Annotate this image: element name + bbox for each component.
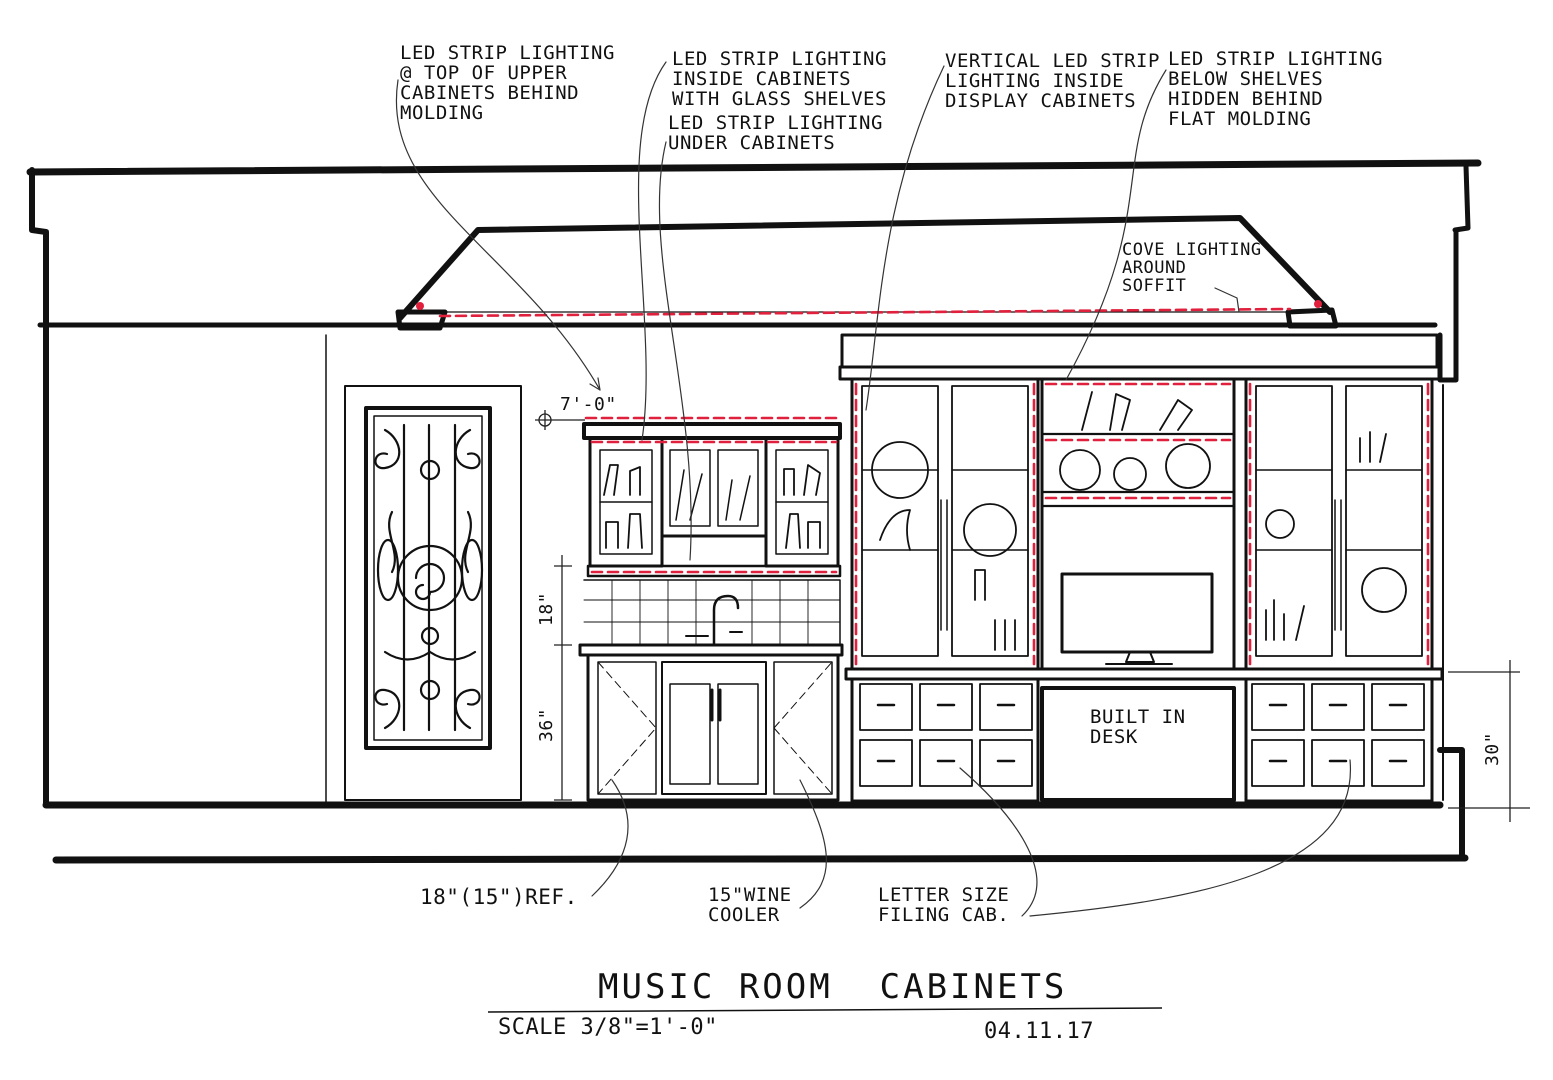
dim-counter-36: 36" bbox=[536, 707, 557, 742]
dimension-lines bbox=[535, 410, 1530, 822]
dim-backsplash-18: 18" bbox=[536, 591, 557, 626]
base-cabinets bbox=[844, 667, 1444, 803]
soffit bbox=[395, 215, 1339, 331]
ceiling-line bbox=[26, 159, 1482, 176]
led-lighting bbox=[438, 307, 1430, 666]
dim-desk-30: 30" bbox=[1482, 731, 1503, 766]
label-filing-cabinet: LETTER SIZE FILING CAB. bbox=[878, 884, 1010, 926]
note-below-shelves-lighting: LED STRIP LIGHTING BELOW SHELVES HIDDEN … bbox=[1168, 48, 1383, 130]
left-wall-top bbox=[29, 167, 49, 328]
right-wall-base bbox=[1437, 747, 1465, 861]
door bbox=[344, 385, 522, 801]
display-cabinets bbox=[838, 333, 1442, 671]
note-cove-lighting: COVE LIGHTING AROUND SOFFIT bbox=[1122, 240, 1262, 296]
light-dot-right bbox=[1314, 300, 1322, 308]
label-refrigerator: 18"(15")REF. bbox=[420, 885, 578, 909]
drawing-scale: SCALE 3/8"=1'-0" bbox=[498, 1015, 718, 1040]
leader-lines bbox=[395, 61, 1351, 917]
base-line bbox=[52, 854, 1469, 864]
right-wall-top bbox=[1452, 163, 1471, 233]
drawing-date: 04.11.17 bbox=[984, 1019, 1094, 1044]
door-grille bbox=[374, 423, 484, 732]
note-vertical-display-lighting: VERTICAL LED STRIP LIGHTING INSIDE DISPL… bbox=[945, 50, 1160, 112]
light-dot-left bbox=[416, 302, 424, 310]
label-wine-cooler: 15"WINE COOLER bbox=[708, 884, 792, 926]
title-underline bbox=[487, 1007, 1163, 1013]
right-wall-lower bbox=[1437, 229, 1459, 383]
drawer-fronts bbox=[859, 683, 1425, 787]
room-shell bbox=[26, 159, 1482, 864]
drawer-pulls bbox=[876, 703, 1408, 763]
note-under-cabinet-lighting: LED STRIP LIGHTING UNDER CABINETS bbox=[668, 112, 883, 154]
drawing-title: MUSIC ROOM CABINETS bbox=[598, 967, 1068, 1007]
note-glass-shelves-lighting: LED STRIP LIGHTING INSIDE CABINETS WITH … bbox=[672, 48, 887, 110]
dim-seven-foot: 7'-0" bbox=[560, 394, 617, 415]
label-built-in-desk: BUILT IN DESK bbox=[1090, 706, 1186, 748]
bar-cabinets bbox=[578, 422, 844, 802]
note-upper-molding-lighting: LED STRIP LIGHTING @ TOP OF UPPER CABINE… bbox=[400, 42, 615, 124]
